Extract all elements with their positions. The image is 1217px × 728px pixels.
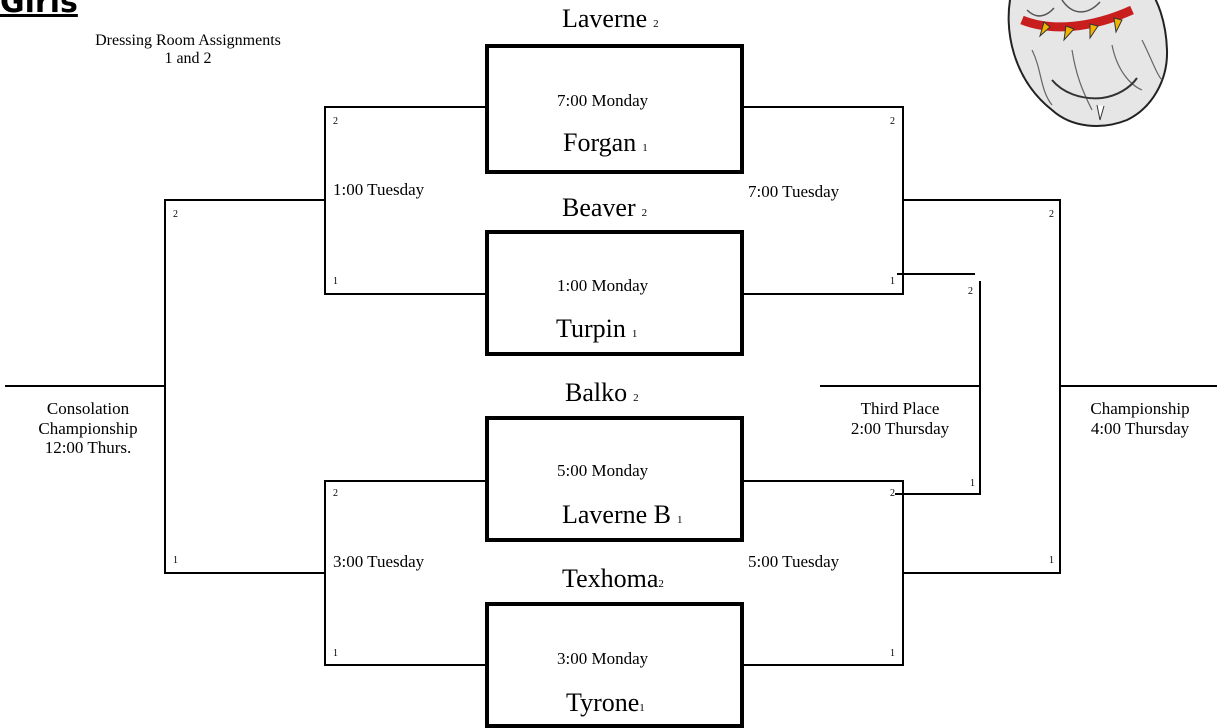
slot-label: 2: [890, 116, 895, 127]
slot-label: 2: [333, 116, 338, 127]
right-r2-upper-time: 7:00 Tuesday: [748, 182, 840, 201]
team-name: Laverne: [562, 4, 648, 33]
third-place-line1: Third Place: [860, 399, 940, 418]
game-box-3: [485, 416, 744, 542]
game3-time: 5:00 Monday: [557, 461, 649, 480]
game3-bottom-team: Laverne B 1: [562, 502, 683, 528]
left-r2-lower-connector: [324, 480, 487, 666]
game1-top-team: Laverne 2: [562, 6, 659, 32]
team-seed: 1: [642, 142, 648, 154]
slot-label: 2: [333, 488, 338, 499]
consolation-line1: Consolation: [46, 399, 130, 418]
right-r2-lower-time: 5:00 Tuesday: [748, 552, 840, 571]
game2-top-team: Beaver 2: [562, 195, 647, 221]
championship-line2: 4:00 Thursday: [1090, 418, 1190, 438]
slot-label: 1: [333, 648, 338, 659]
game-box-1: [485, 44, 744, 174]
slot-label: 2: [173, 209, 178, 220]
game1-bottom-team: Forgan 1: [563, 130, 648, 156]
page-heading: Girls: [0, 0, 78, 20]
game4-bottom-team: Tyrone1: [566, 690, 645, 716]
slot-label: 1: [890, 648, 895, 659]
left-r2-upper-connector: [324, 106, 487, 295]
third-place-bracket: [895, 281, 981, 495]
team-name: Balko: [565, 378, 628, 407]
team-name: Texhoma: [562, 564, 659, 593]
slot-label: 1: [970, 478, 975, 489]
slot-label: 1: [890, 276, 895, 287]
championship-line1: Championship: [1090, 399, 1190, 418]
game2-bottom-team: Turpin 1: [556, 316, 637, 342]
third-place-line2: 2:00 Thursday: [850, 418, 950, 438]
consolation-line3: 12:00 Thurs.: [44, 438, 132, 458]
team-name: Forgan: [563, 128, 637, 157]
game3-top-team: Balko 2: [565, 380, 639, 406]
team-seed: 1: [677, 514, 683, 526]
slot-label: 2: [890, 488, 895, 499]
team-seed: 2: [633, 392, 639, 404]
championship-label: Championship 4:00 Thursday: [1063, 399, 1217, 438]
slot-label: 2: [968, 286, 973, 297]
game2-time: 1:00 Monday: [557, 276, 649, 295]
consolation-connector: [164, 199, 325, 574]
slot-label: 1: [333, 276, 338, 287]
game4-time: 3:00 Monday: [557, 649, 649, 668]
dressing-room-line1: Dressing Room Assignments: [95, 32, 281, 49]
team-seed: 2: [653, 18, 659, 30]
team-name: Tyrone: [566, 688, 640, 717]
team-seed: 2: [658, 578, 664, 590]
dressing-room-line2: 1 and 2: [164, 49, 212, 67]
team-seed: 1: [639, 702, 645, 714]
team-seed: 2: [641, 207, 648, 219]
team-name: Beaver: [562, 193, 636, 222]
game1-time: 7:00 Monday: [557, 91, 649, 110]
consolation-line2: Championship: [38, 418, 138, 438]
slot-label: 2: [1049, 209, 1054, 220]
team-name: Turpin: [556, 314, 626, 343]
bulldog-mascot-icon: [1007, 0, 1169, 127]
right-r2-lower-connector: [742, 480, 904, 666]
slot-label: 1: [173, 555, 178, 566]
left-r2-lower-time: 3:00 Tuesday: [333, 552, 425, 571]
left-r2-upper-time: 1:00 Tuesday: [333, 180, 425, 199]
game4-top-team: Texhoma2: [562, 566, 664, 592]
slot-label: 1: [1049, 555, 1054, 566]
team-name: Laverne B: [562, 500, 672, 529]
third-place-label: Third Place 2:00 Thursday: [820, 399, 980, 438]
consolation-label: Consolation Championship 12:00 Thurs.: [0, 399, 176, 458]
dressing-room-note: Dressing Room Assignments 1 and 2: [58, 32, 318, 67]
team-seed: 1: [631, 328, 638, 340]
